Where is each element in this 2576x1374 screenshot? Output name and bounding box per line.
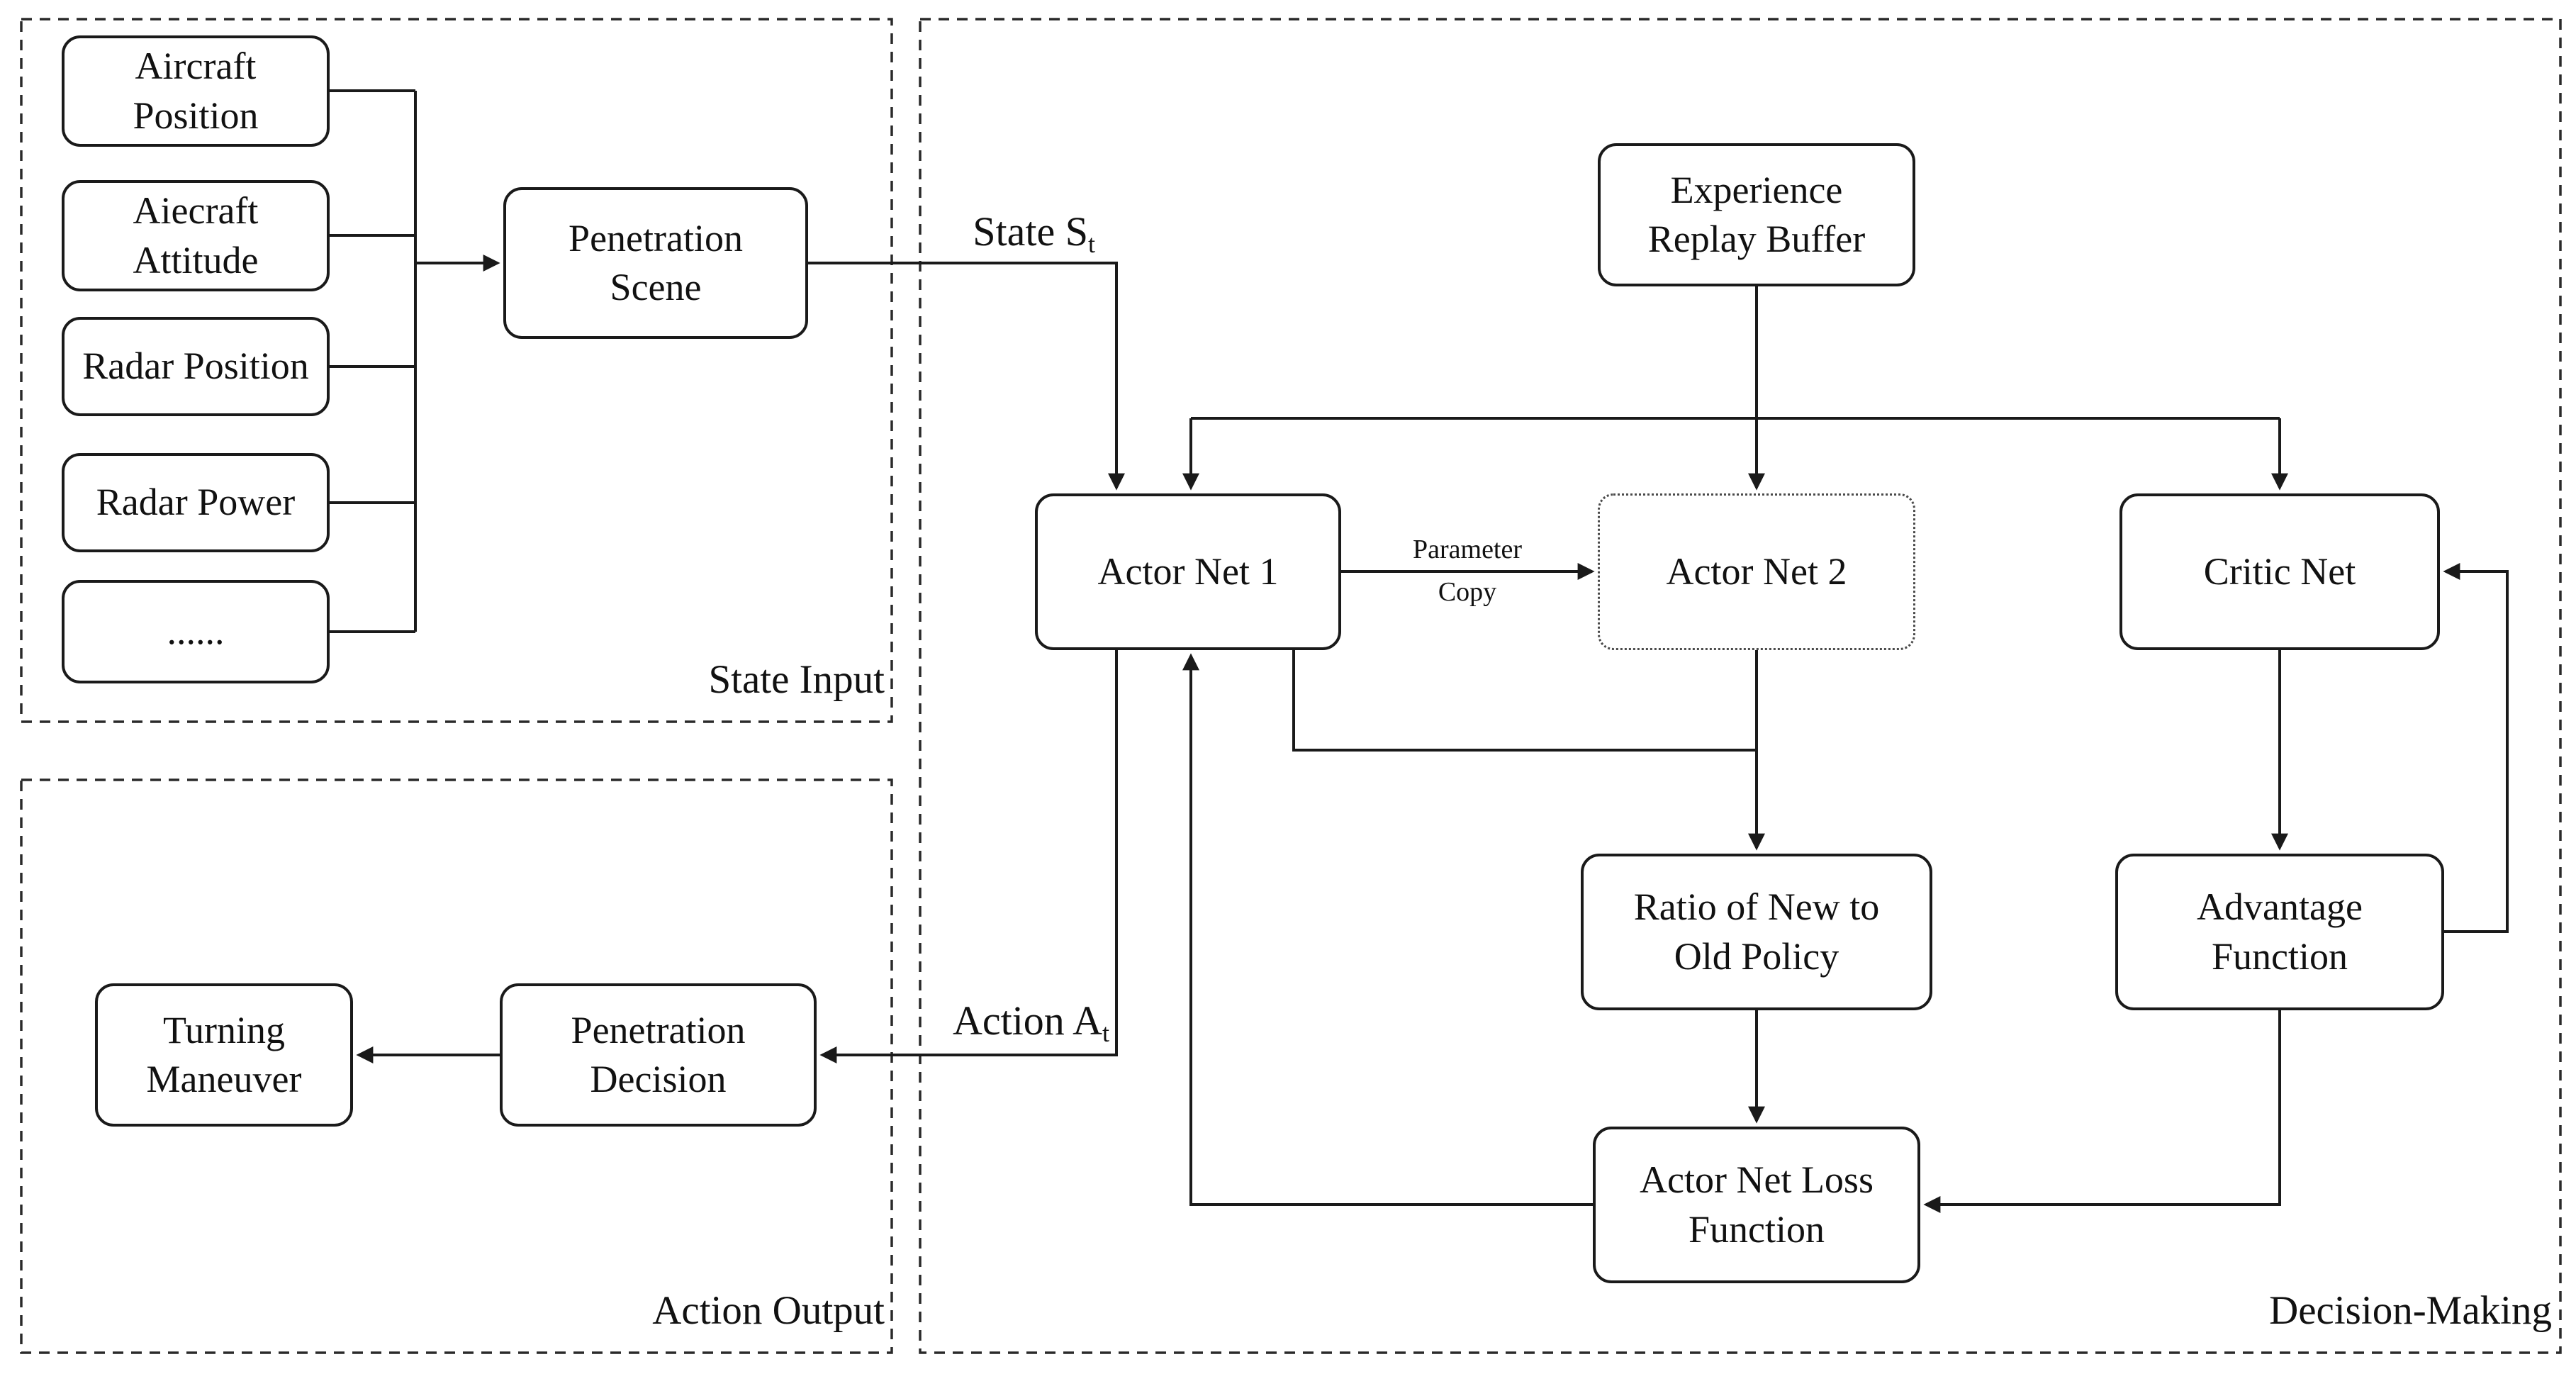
node-ratio-of-new-to-old-policy: Ratio of New to Old Policy — [1581, 854, 1932, 1010]
action-label-subscript: t — [1102, 1019, 1109, 1048]
state-input-section-border — [20, 18, 893, 723]
edge-advantage-to-critic-loop — [2443, 563, 2509, 933]
edge-inputs-trunk — [330, 89, 417, 633]
node-aircraft-attitude: Aiecraft Attitude — [62, 180, 330, 291]
section-label-decision-making: Decision-Making — [2269, 1288, 2552, 1333]
edge-scene-to-actor1-state — [808, 262, 1125, 491]
node-critic-net: Critic Net — [2119, 493, 2440, 650]
section-label-state-input: State Input — [708, 657, 885, 702]
node-penetration-decision: Penetration Decision — [500, 983, 817, 1127]
state-label-subscript: t — [1088, 230, 1095, 259]
action-output-section-border — [20, 778, 893, 1354]
action-label-text: Action A — [952, 998, 1102, 1044]
edge-advantage-to-loss — [1923, 1010, 2281, 1213]
node-actor-net-2: Actor Net 2 — [1598, 493, 1915, 650]
node-experience-replay-buffer: Experience Replay Buffer — [1598, 143, 1915, 286]
node-actor-net-loss-function: Actor Net Loss Function — [1593, 1127, 1920, 1283]
section-label-action-output: Action Output — [652, 1288, 885, 1333]
node-aircraft-position: Aircraft Position — [62, 35, 330, 147]
edge-label-action-at: Action At — [840, 997, 1109, 1048]
state-label-text: State S — [973, 208, 1088, 255]
node-actor-net-1: Actor Net 1 — [1035, 493, 1341, 650]
decision-making-section-border — [919, 18, 2562, 1354]
node-turning-maneuver: Turning Maneuver — [95, 983, 353, 1127]
edge-label-parameter-copy: Parameter Copy — [1412, 535, 1523, 608]
node-ellipsis: ...... — [62, 580, 330, 683]
edge-actor1-to-decision-action — [819, 650, 1118, 1063]
edge-actor1-to-ratio-merge — [1292, 650, 1757, 752]
node-advantage-function: Advantage Function — [2115, 854, 2444, 1010]
node-radar-power: Radar Power — [62, 453, 330, 552]
edge-label-state-st: State St — [833, 208, 1095, 259]
edge-loss-to-actor1-feedback — [1182, 653, 1593, 1206]
node-penetration-scene: Penetration Scene — [503, 187, 808, 339]
node-radar-position: Radar Position — [62, 317, 330, 416]
